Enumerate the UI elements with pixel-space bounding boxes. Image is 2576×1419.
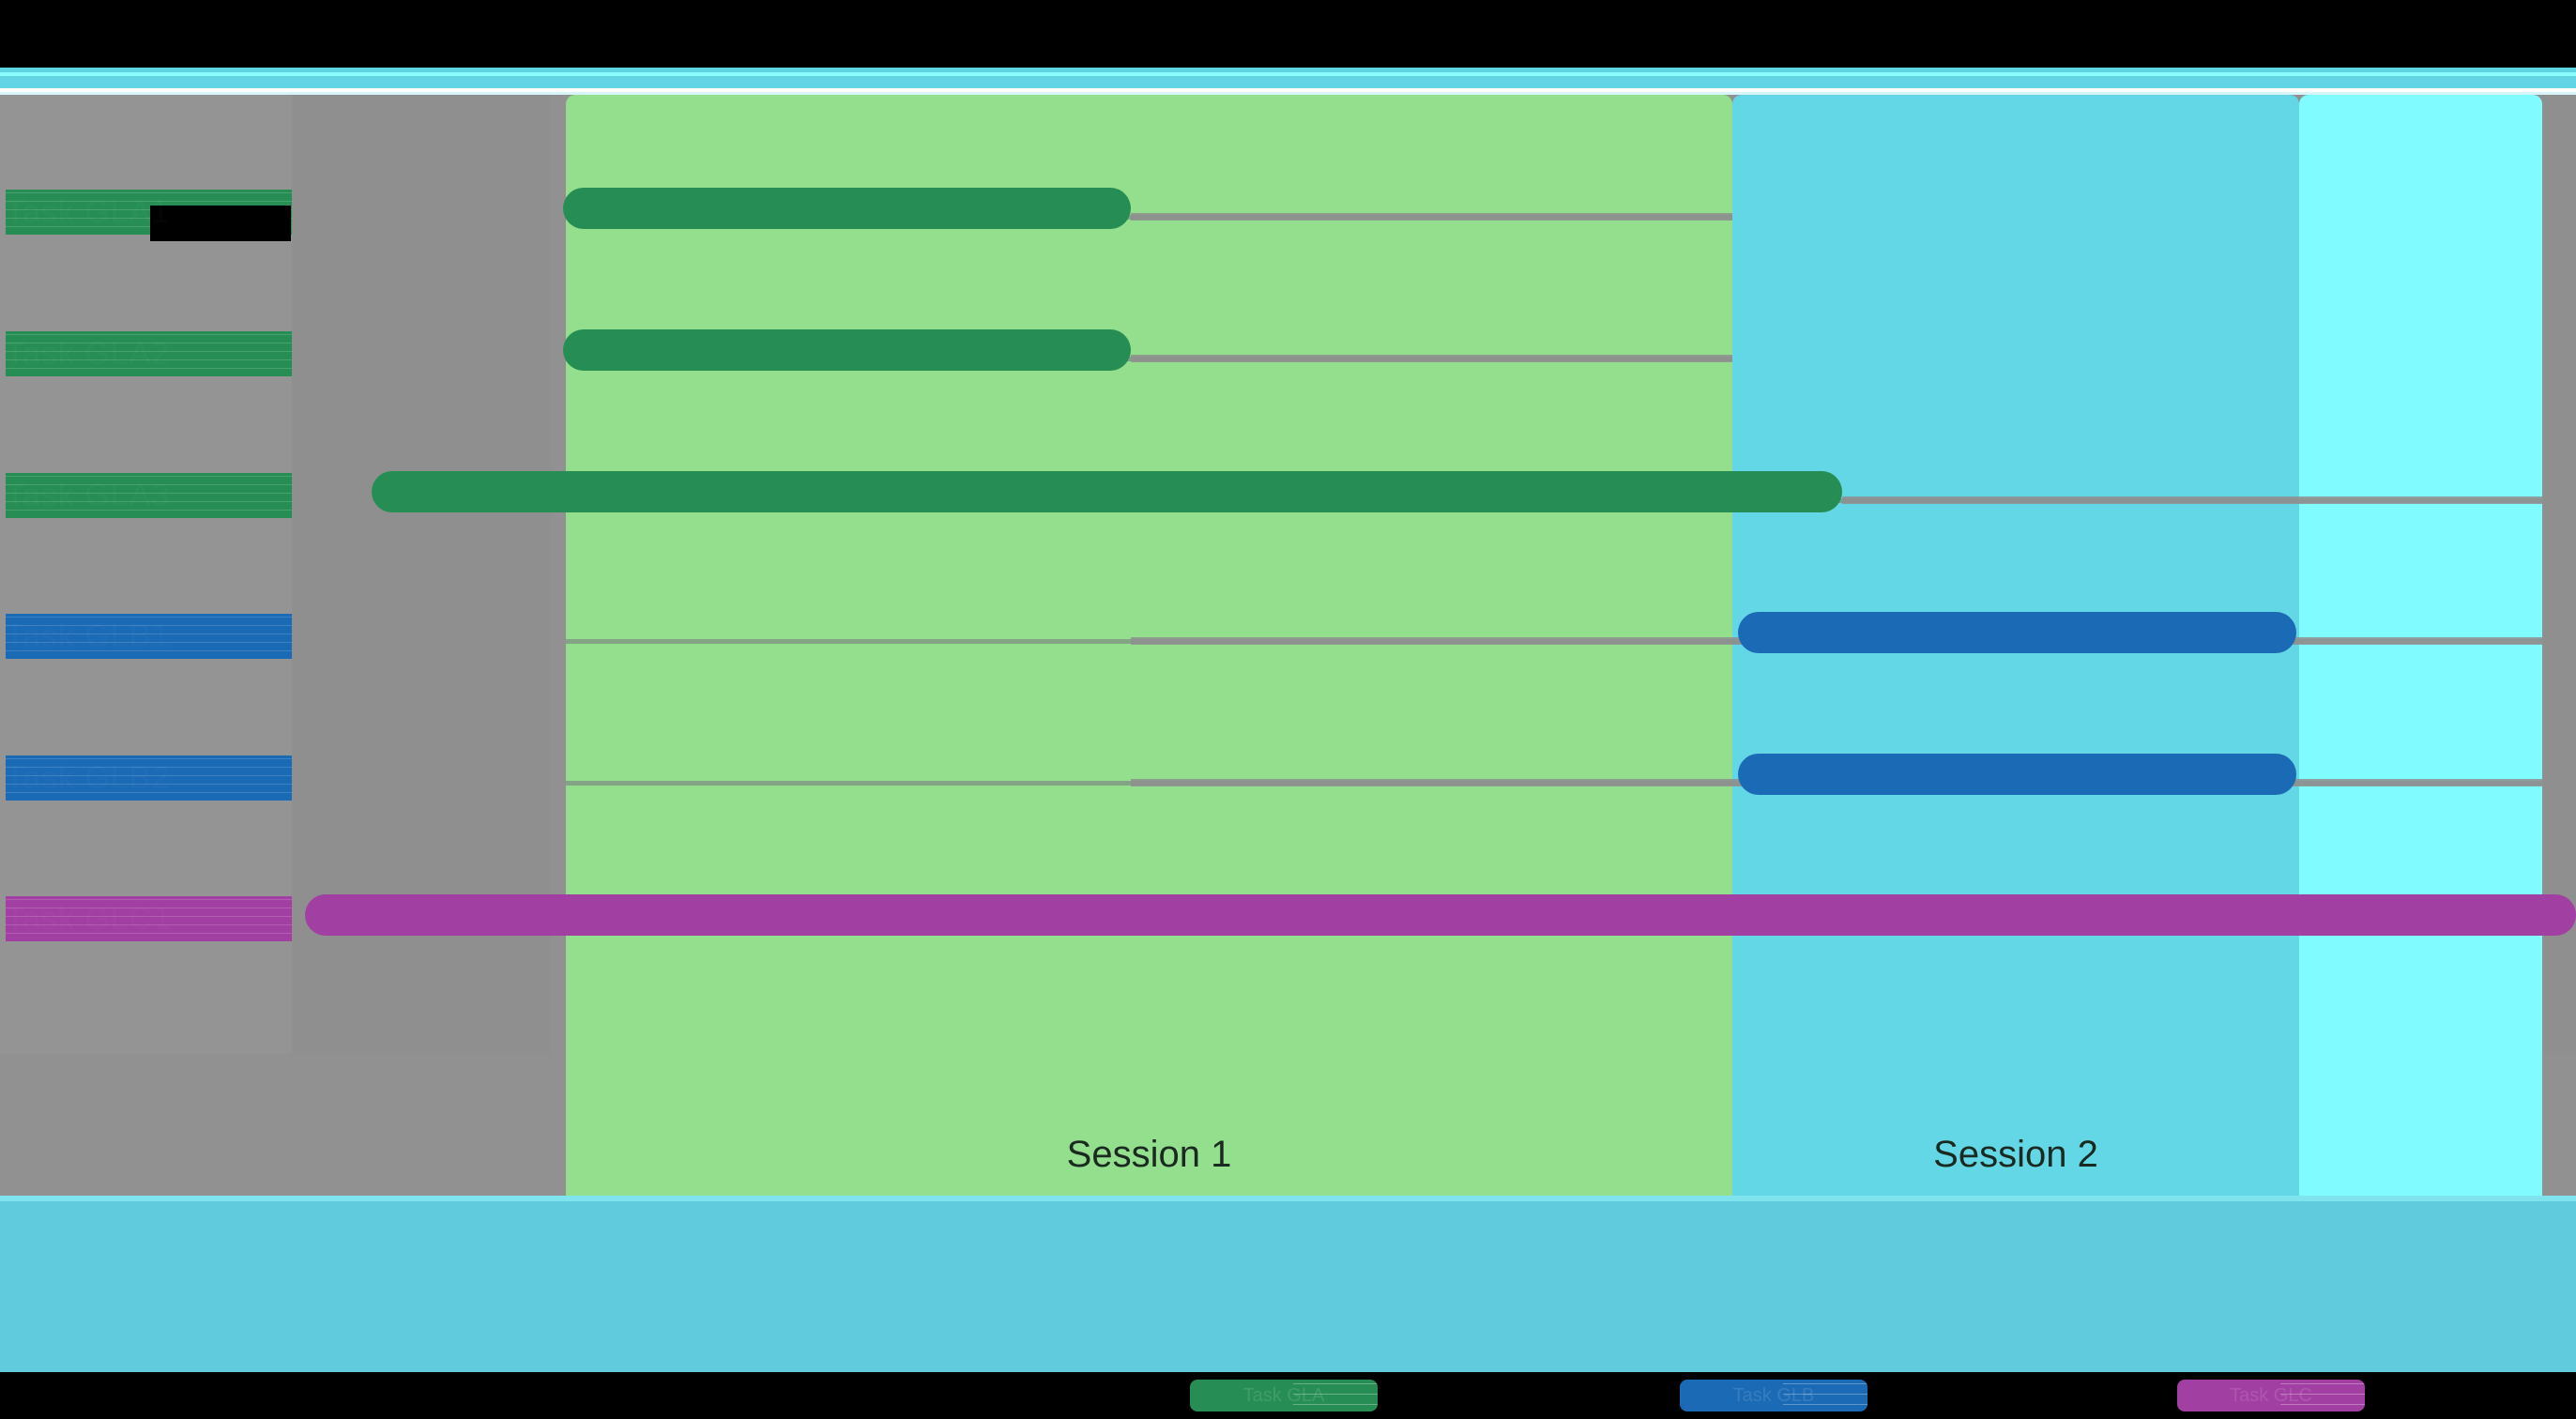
legend-item-task-glc[interactable]: Task GLC: [2177, 1380, 2365, 1411]
redacted-title-block: [150, 206, 291, 241]
legend-swatch-task-gla: Task GLA: [1190, 1380, 1378, 1411]
legend-label-task-glb: Task GLB: [1732, 1385, 1815, 1406]
gantt-row: Task GLC1: [0, 881, 2576, 962]
top-rail-1: [0, 68, 2576, 72]
task-label-chip[interactable]: Task GLC1: [6, 896, 292, 941]
row-track: [1131, 213, 1732, 221]
task-label-text: Task GLB2: [6, 760, 171, 796]
task-label-text: Task GLC1: [6, 901, 173, 937]
gantt-row: Task GLA2: [0, 316, 2576, 397]
task-label-chip[interactable]: Task GLA3: [6, 473, 292, 518]
task-bar[interactable]: [563, 329, 1131, 371]
legend-swatch-task-glc: Task GLC: [2177, 1380, 2365, 1411]
session-band-2-label: Session 2: [1933, 1134, 2098, 1175]
right-gutter: [2542, 95, 2576, 1054]
top-rail-5: [0, 92, 2576, 95]
task-label-chip[interactable]: Task GLA2: [6, 331, 292, 376]
chart-legend: Task GLA Task GLB Task GLC: [0, 1372, 2576, 1419]
gantt-row: Task GLA3: [0, 458, 2576, 539]
legend-label-task-gla: Task GLA: [1242, 1385, 1325, 1406]
foot-band: [0, 1201, 2576, 1372]
label-gutter-left: [0, 95, 292, 1054]
session-band-1[interactable]: [566, 95, 1732, 1196]
gantt-row: Task GLB1: [0, 599, 2576, 679]
top-rail-2: [0, 72, 2576, 76]
row-track: [1842, 496, 2542, 504]
gantt-row: Task GLA1: [0, 175, 2576, 255]
legend-item-task-glb[interactable]: Task GLB: [1680, 1380, 1867, 1411]
task-label-text: Task GLA1: [6, 194, 171, 230]
task-bar[interactable]: [1738, 754, 2296, 795]
task-bar[interactable]: [305, 894, 2576, 936]
label-gutter-right: [292, 95, 551, 1054]
foot-band-highlight: [0, 1196, 2576, 1201]
session-band-3[interactable]: [2299, 95, 2542, 1196]
session-band-1-label: Session 1: [1066, 1134, 1232, 1175]
task-bar[interactable]: [563, 188, 1131, 229]
task-label-chip[interactable]: Task GLB2: [6, 755, 292, 801]
legend-label-task-glc: Task GLC: [2230, 1385, 2312, 1406]
task-label-text: Task GLA3: [6, 478, 171, 513]
row-track: [1131, 355, 1732, 362]
task-label-text: Task GLA2: [6, 336, 171, 372]
top-rail-4: [0, 88, 2576, 92]
legend-item-task-gla[interactable]: Task GLA: [1190, 1380, 1378, 1411]
task-bar[interactable]: [1738, 612, 2296, 653]
task-label-chip[interactable]: Task GLB1: [6, 614, 292, 659]
gantt-row: Task GLB2: [0, 740, 2576, 821]
task-bar[interactable]: [372, 471, 1842, 512]
task-label-text: Task GLB1: [6, 618, 171, 654]
top-rail-3: [0, 76, 2576, 88]
legend-swatch-task-glb: Task GLB: [1680, 1380, 1867, 1411]
